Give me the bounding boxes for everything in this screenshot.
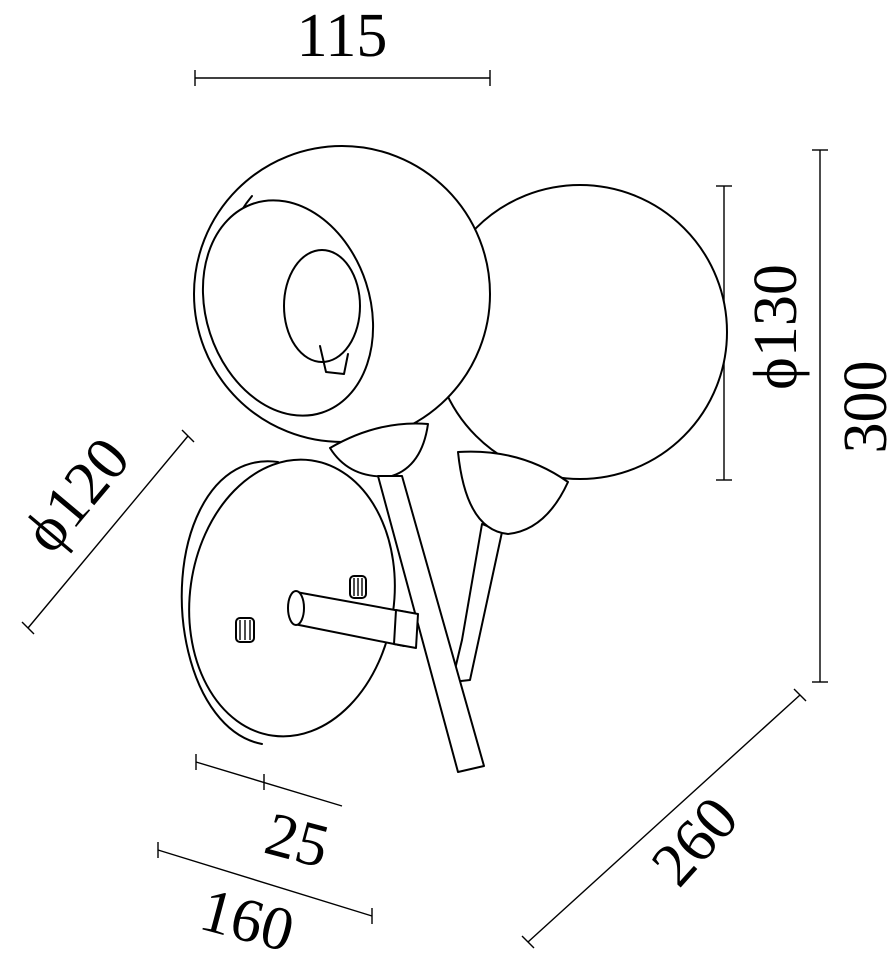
dim-base-width (157, 842, 373, 924)
dim-label-top-width: 115 (297, 2, 388, 70)
connector-rod (287, 590, 419, 649)
dim-backplate-depth (195, 754, 343, 807)
dim-top-width (194, 70, 491, 86)
dim-label-globe-diameter: ϕ130 (742, 264, 810, 390)
screw-bottom (235, 617, 255, 643)
dim-label-total-height: 300 (832, 361, 892, 454)
dim-label-backplate-depth: 25 (258, 800, 335, 882)
left-cup (329, 422, 429, 478)
dim-projection (521, 688, 807, 949)
dim-label-backplate-diameter: ϕ120 (10, 425, 143, 565)
main-arm (377, 475, 485, 773)
right-cup (457, 450, 569, 535)
screw-top (349, 575, 367, 599)
dim-total-height (812, 149, 828, 683)
left-globe (193, 145, 491, 443)
right-arm (451, 523, 503, 683)
dim-label-projection: 260 (639, 784, 752, 899)
dim-backplate-diameter (21, 429, 195, 635)
